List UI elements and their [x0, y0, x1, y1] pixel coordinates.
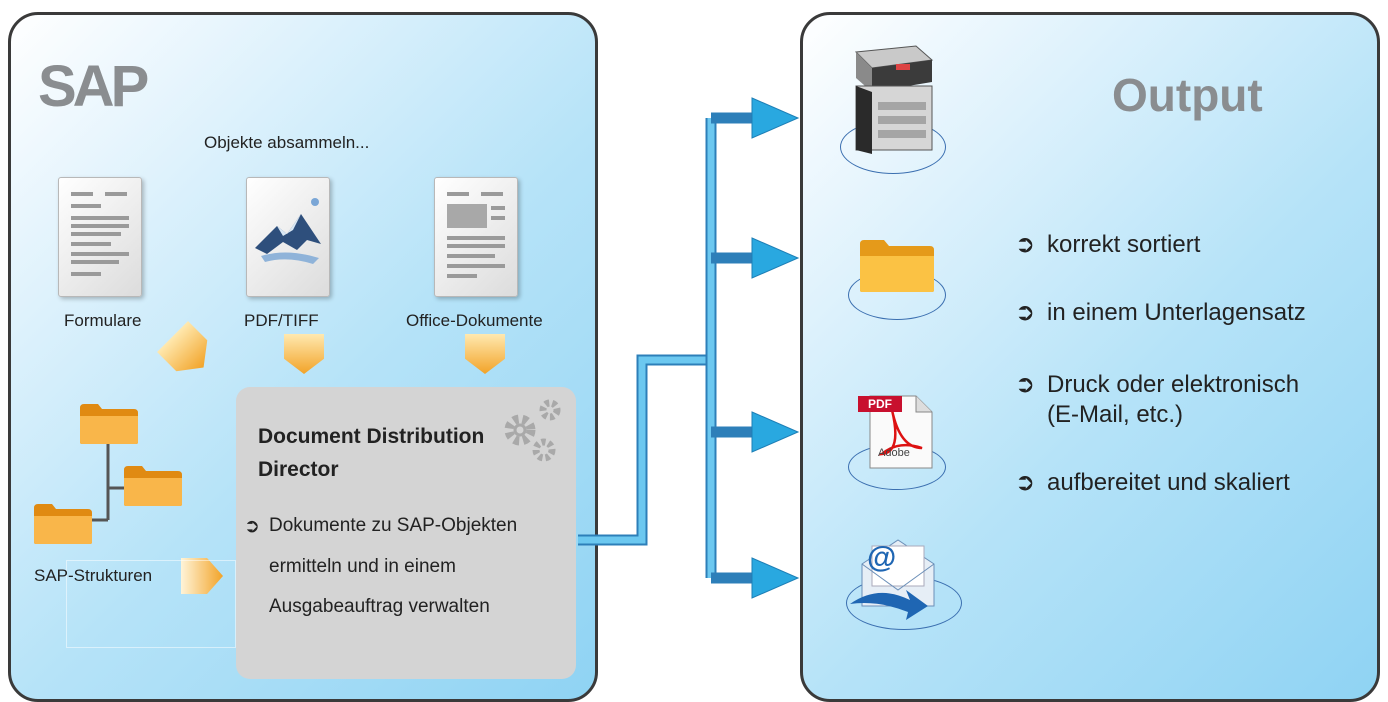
- source-label-formulare: Formulare: [64, 311, 142, 330]
- gears-icon: [504, 399, 561, 462]
- email-icon: [850, 539, 935, 620]
- arrow-head-icon: [751, 557, 800, 599]
- folder-icon: [34, 504, 92, 544]
- output-title: Output: [1112, 69, 1263, 121]
- pdf-tiff-document-icon: [246, 177, 330, 297]
- folder-icon: [860, 240, 934, 292]
- bullet-arrow-icon: ➲: [1015, 231, 1036, 258]
- output-item: ➲in einem Unterlagensatz: [1015, 299, 1306, 326]
- sap-logo: SAP: [38, 54, 149, 119]
- sap-structures-label: SAP-Strukturen: [34, 566, 153, 585]
- office-document-icon: [434, 177, 518, 297]
- ddd-bullet-icon: ➲: [244, 516, 260, 537]
- bullet-arrow-icon: ➲: [1015, 371, 1036, 398]
- bullet-arrow-icon: ➲: [1015, 299, 1036, 326]
- output-item: ➲korrekt sortiert: [1015, 231, 1201, 258]
- pdf-badge: PDF: [858, 396, 902, 412]
- output-item: ➲Druck oder elektronisch: [1015, 371, 1300, 398]
- arrow-head-icon: [751, 97, 800, 139]
- folder-icon: [124, 466, 182, 506]
- form-document-icon: [58, 177, 142, 297]
- collect-label: Objekte absammeln...: [204, 133, 370, 152]
- arrow-head-icon: [751, 411, 800, 453]
- ddd-line-1: Dokumente zu SAP-Objekten: [269, 515, 518, 536]
- adobe-label: Adobe: [878, 447, 910, 459]
- bullet-arrow-icon: ➲: [1015, 469, 1036, 496]
- ddd-line-3: Ausgabeauftrag verwalten: [269, 596, 490, 617]
- at-symbol: @: [867, 541, 897, 574]
- arrow-head-icon: [751, 237, 800, 279]
- source-label-office: Office-Dokumente: [406, 311, 543, 330]
- pdf-icon: [869, 395, 933, 469]
- printer-icon: [854, 45, 934, 154]
- ddd-line-2: ermitteln und in einem: [269, 556, 456, 577]
- output-item: ➲aufbereitet und skaliert: [1015, 469, 1290, 496]
- ddd-title: Document Distribution Director: [258, 425, 485, 481]
- output-item-continued: (E-Mail, etc.): [1047, 401, 1184, 428]
- source-label-pdf-tiff: PDF/TIFF: [244, 311, 319, 330]
- folder-icon: [80, 404, 138, 444]
